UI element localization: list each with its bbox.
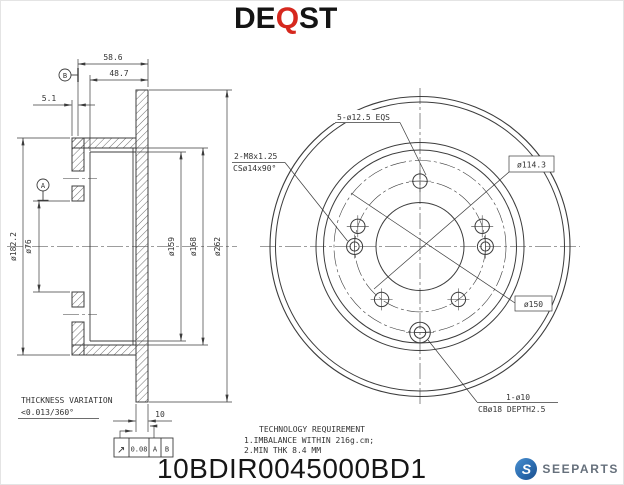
- seeparts-logo: S SEEPARTS: [515, 458, 619, 480]
- seeparts-icon: S: [515, 458, 538, 480]
- section-view: [7, 59, 237, 458]
- pin-hole: [406, 321, 434, 344]
- dim-hat-depth: 48.7: [109, 69, 128, 78]
- dim-inner-dia-1: ø159: [167, 237, 176, 256]
- datum-a-label: A: [41, 182, 46, 190]
- notes-item-1: 1.IMBALANCE WITHIN 216g.cm;: [244, 436, 374, 445]
- front-view: [232, 88, 580, 405]
- thickness-variation-value: <0.013/360°: [21, 408, 74, 417]
- dim-flange-od: ø182.2: [9, 232, 18, 261]
- datum-b-label: B: [63, 72, 67, 80]
- disc-circles: [269, 95, 571, 398]
- seeparts-icon-letter: S: [521, 461, 532, 477]
- brand-text-de: DE: [234, 2, 276, 35]
- dim-outer-dia: ø262: [213, 237, 222, 256]
- dim-center-bore: ø76: [24, 239, 33, 254]
- front-centerlines: [260, 88, 580, 405]
- fcf-tolerance: 0.08: [131, 446, 148, 454]
- fcf-datum-2: B: [165, 446, 169, 454]
- bolt-hole-center-marks: [346, 170, 494, 311]
- datum-b-symbol: [58, 68, 79, 82]
- part-number: 10BDIR0045000BD1: [157, 453, 427, 484]
- diameter-leader-lines: [350, 171, 516, 304]
- label-pin-hole-2: CBø18 DEPTH2.5: [478, 405, 546, 414]
- section-centerlines: [7, 178, 237, 315]
- label-service-hole-1: 2-M8x1.25: [234, 152, 278, 161]
- brand-text-st: ST: [299, 2, 338, 35]
- front-view-labels: 5-ø12.5 EQS 2-M8x1.25 CSø14x90° ø114.3 ø…: [233, 113, 546, 414]
- dim-flange-thickness: 5.1: [42, 94, 57, 103]
- feature-control-frame: [113, 424, 174, 458]
- dim-disc-thickness: 10: [155, 410, 165, 419]
- brand-text-q: Q: [275, 2, 300, 35]
- bolt-holes: [346, 170, 494, 311]
- fcf-datum-1: A: [153, 446, 158, 454]
- dim-bolt-circle: ø114.3: [517, 161, 546, 170]
- front-label-leaders: [232, 110, 558, 403]
- section-inner-lines: [89, 148, 136, 345]
- dim-pin-circle: ø150: [524, 300, 543, 309]
- datum-a-symbol: [36, 178, 50, 202]
- label-pin-hole-1: 1-ø10: [506, 393, 530, 402]
- deqst-logo: DEQST: [234, 2, 337, 36]
- section-dimensions: [17, 59, 232, 432]
- label-service-hole-2: CSø14x90°: [233, 164, 276, 173]
- notes-item-2: 2.MIN THK 8.4 MM: [244, 446, 321, 455]
- service-holes: [346, 234, 494, 259]
- technology-requirements: TECHNOLOGY REQUIREMENT 1.IMBALANCE WITHI…: [244, 425, 374, 455]
- thickness-variation-title: THICKNESS VARIATION: [21, 396, 113, 405]
- circular-runout-icon: ↗: [117, 445, 125, 456]
- seeparts-name: SEEPARTS: [542, 462, 619, 476]
- label-bolt-holes: 5-ø12.5 EQS: [337, 113, 390, 122]
- notes-title: TECHNOLOGY REQUIREMENT: [259, 425, 365, 434]
- section-view-labels: 58.6 48.7 5.1 ø182.2 ø76 ø159 ø168 ø262 …: [9, 53, 222, 456]
- dim-inner-dia-2: ø168: [189, 237, 198, 256]
- dim-total-width: 58.6: [103, 53, 122, 62]
- section-cut-material: [71, 89, 149, 403]
